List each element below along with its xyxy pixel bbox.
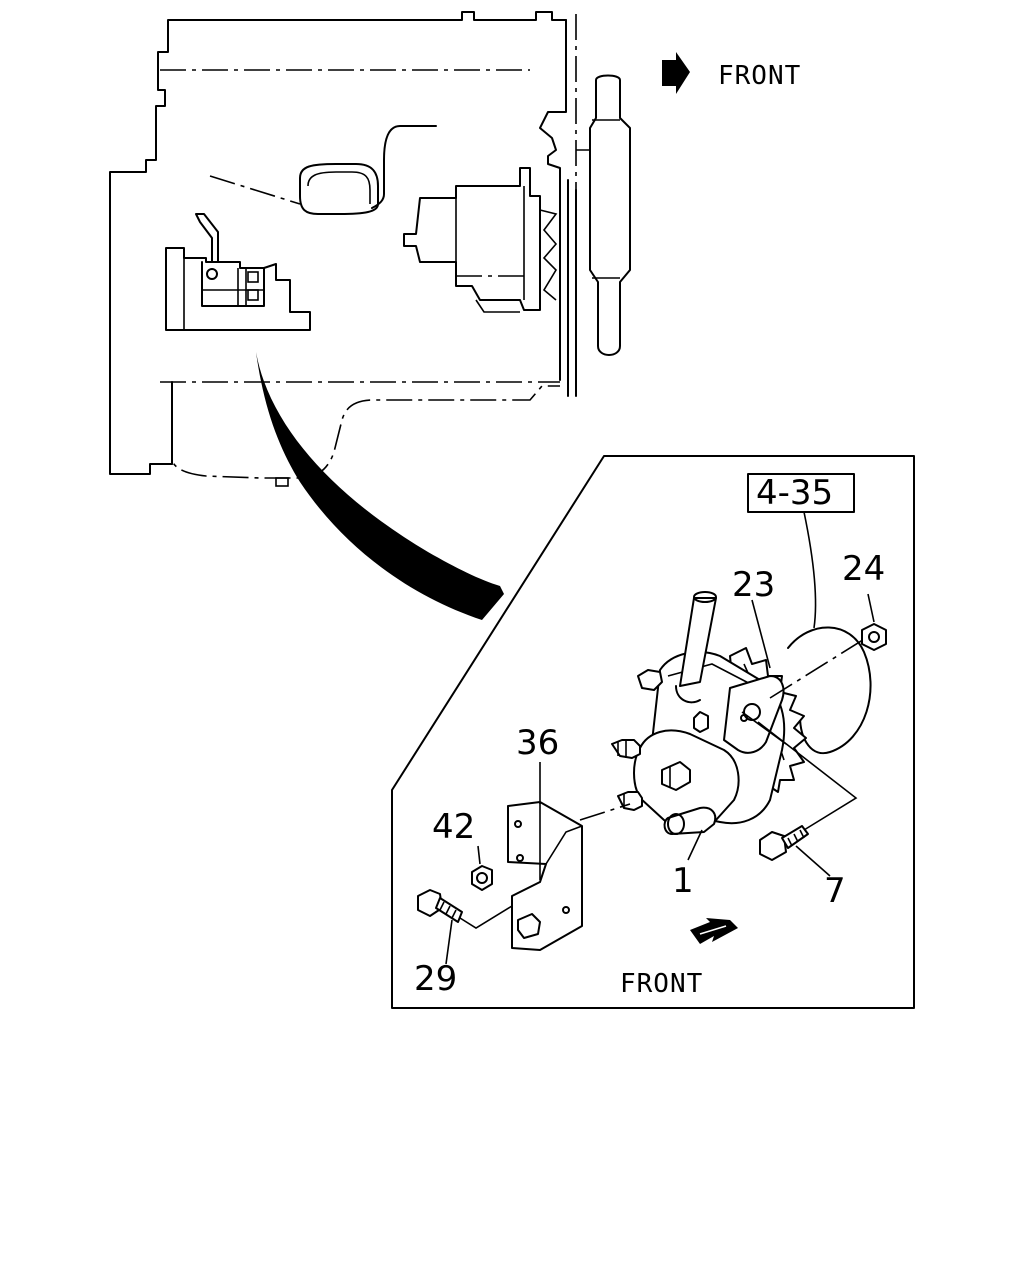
callout-29: 29 — [414, 959, 457, 999]
callout-7: 7 — [824, 871, 846, 911]
front-arrow-top-icon — [662, 52, 690, 94]
ref-box[interactable] — [747, 473, 855, 513]
front-label-bottom: FRONT — [620, 969, 703, 999]
callout-42: 42 — [432, 807, 475, 847]
bolt-29[interactable] — [417, 889, 513, 929]
front-arrow-bottom-icon — [690, 918, 738, 944]
callout-23: 23 — [732, 565, 775, 605]
mounting-flange — [723, 675, 785, 754]
engine-overview: FRONT — [109, 11, 801, 620]
nut-42[interactable] — [471, 865, 493, 891]
callout-36: 36 — [516, 723, 559, 763]
front-label-top: FRONT — [718, 61, 801, 91]
detail-view: 4-35 — [391, 455, 915, 1009]
alternator-block — [403, 167, 558, 313]
bracket-36[interactable] — [507, 801, 583, 951]
bolt-7[interactable] — [759, 825, 809, 861]
outlet-tube — [679, 597, 717, 687]
zoom-arrow — [256, 352, 504, 620]
callout-24: 24 — [842, 549, 885, 589]
nut-24[interactable] — [861, 623, 887, 651]
vacuum-pump-small — [165, 213, 311, 331]
ref-box-label: 4-35 — [756, 473, 833, 513]
callout-1: 1 — [672, 861, 694, 901]
